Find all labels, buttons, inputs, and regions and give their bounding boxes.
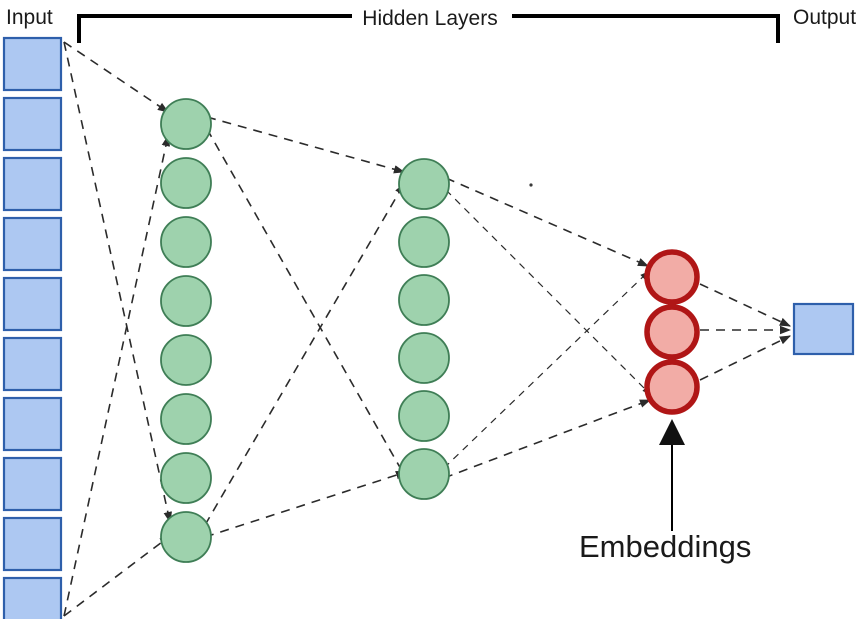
output-node (792, 302, 855, 356)
embedding-node (644, 304, 700, 360)
hidden-node (398, 274, 450, 326)
hidden-node (398, 216, 450, 268)
connection-edge (206, 128, 407, 479)
hidden-node (160, 216, 212, 268)
connection-edge (699, 283, 792, 327)
input-node (2, 96, 63, 152)
hidden-layers-bracket (77, 14, 780, 43)
hidden-node (160, 334, 212, 386)
network-nodes (2, 36, 855, 619)
connection-edge (443, 399, 652, 479)
connection-edge (699, 335, 792, 381)
input-node (2, 456, 63, 512)
hidden-node (160, 275, 212, 327)
callout-arrowhead (659, 419, 685, 445)
connection-edge (206, 116, 406, 174)
embeddings-label: Embeddings (579, 529, 751, 564)
input-node (2, 36, 63, 92)
connection-edge (445, 177, 650, 267)
embedding-node (644, 359, 700, 415)
connection-edge (63, 41, 172, 524)
speck-artifact (529, 183, 533, 187)
hidden-node (398, 158, 450, 210)
input-node (2, 156, 63, 212)
connection-edge (204, 183, 405, 526)
hidden-node (160, 157, 212, 209)
output-label: Output (793, 6, 856, 29)
input-node (2, 516, 63, 572)
hidden-node (398, 390, 450, 442)
connection-edge (443, 271, 649, 469)
hidden-layers-label: Hidden Layers (362, 7, 497, 30)
hidden-node (160, 98, 212, 150)
input-node (2, 276, 63, 332)
connection-edges (63, 41, 792, 617)
hidden-node (160, 393, 212, 445)
connection-edge (63, 134, 171, 617)
input-node (2, 336, 63, 392)
input-label: Input (6, 6, 53, 29)
connection-edge (63, 41, 169, 113)
hidden-node (398, 448, 450, 500)
embedding-node (644, 249, 700, 305)
hidden-node (160, 452, 212, 504)
hidden-node (398, 332, 450, 384)
connection-edge (445, 189, 651, 395)
input-node (2, 216, 63, 272)
input-node (2, 396, 63, 452)
hidden-node (160, 511, 212, 563)
input-node (2, 576, 63, 619)
connection-edge (204, 471, 408, 538)
connection-edge (63, 535, 171, 617)
embeddings-callout-group (529, 183, 685, 531)
